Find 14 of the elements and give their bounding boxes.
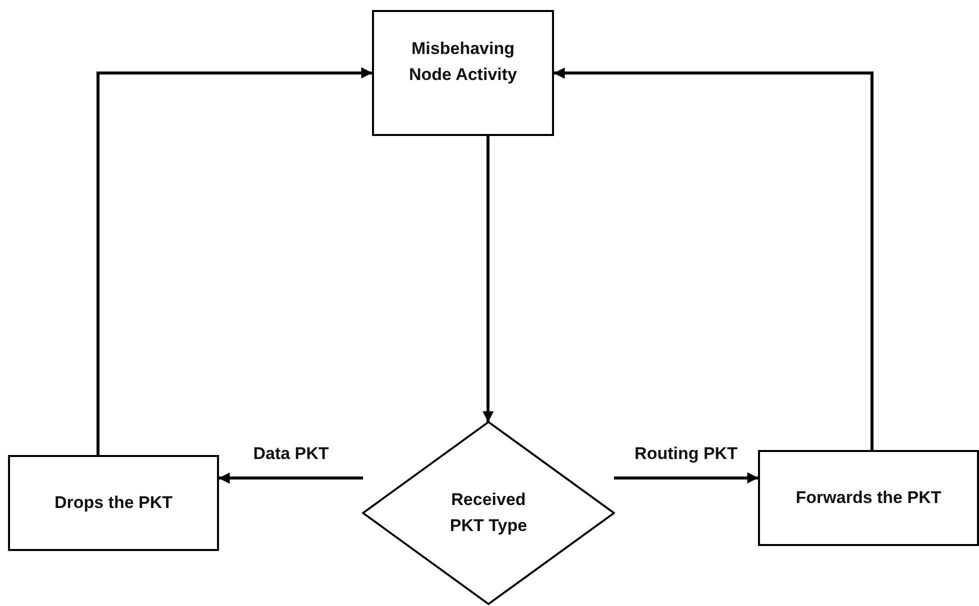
arrow [96, 67, 372, 455]
arrow [482, 136, 494, 422]
process-box [372, 10, 554, 136]
node-label: Received PKT Type [448, 488, 528, 537]
arrow [218, 472, 363, 484]
process-box [8, 455, 219, 551]
arrow [614, 472, 758, 484]
node-label: Misbehaving Node Activity [408, 38, 518, 86]
process-box [758, 450, 979, 546]
node-label: Forwards the PKT [796, 486, 942, 509]
node-label: Drops the PKT [54, 492, 173, 514]
arrow [554, 68, 874, 450]
decision-diamond [362, 421, 615, 605]
edge-label: Routing PKT [634, 444, 738, 464]
